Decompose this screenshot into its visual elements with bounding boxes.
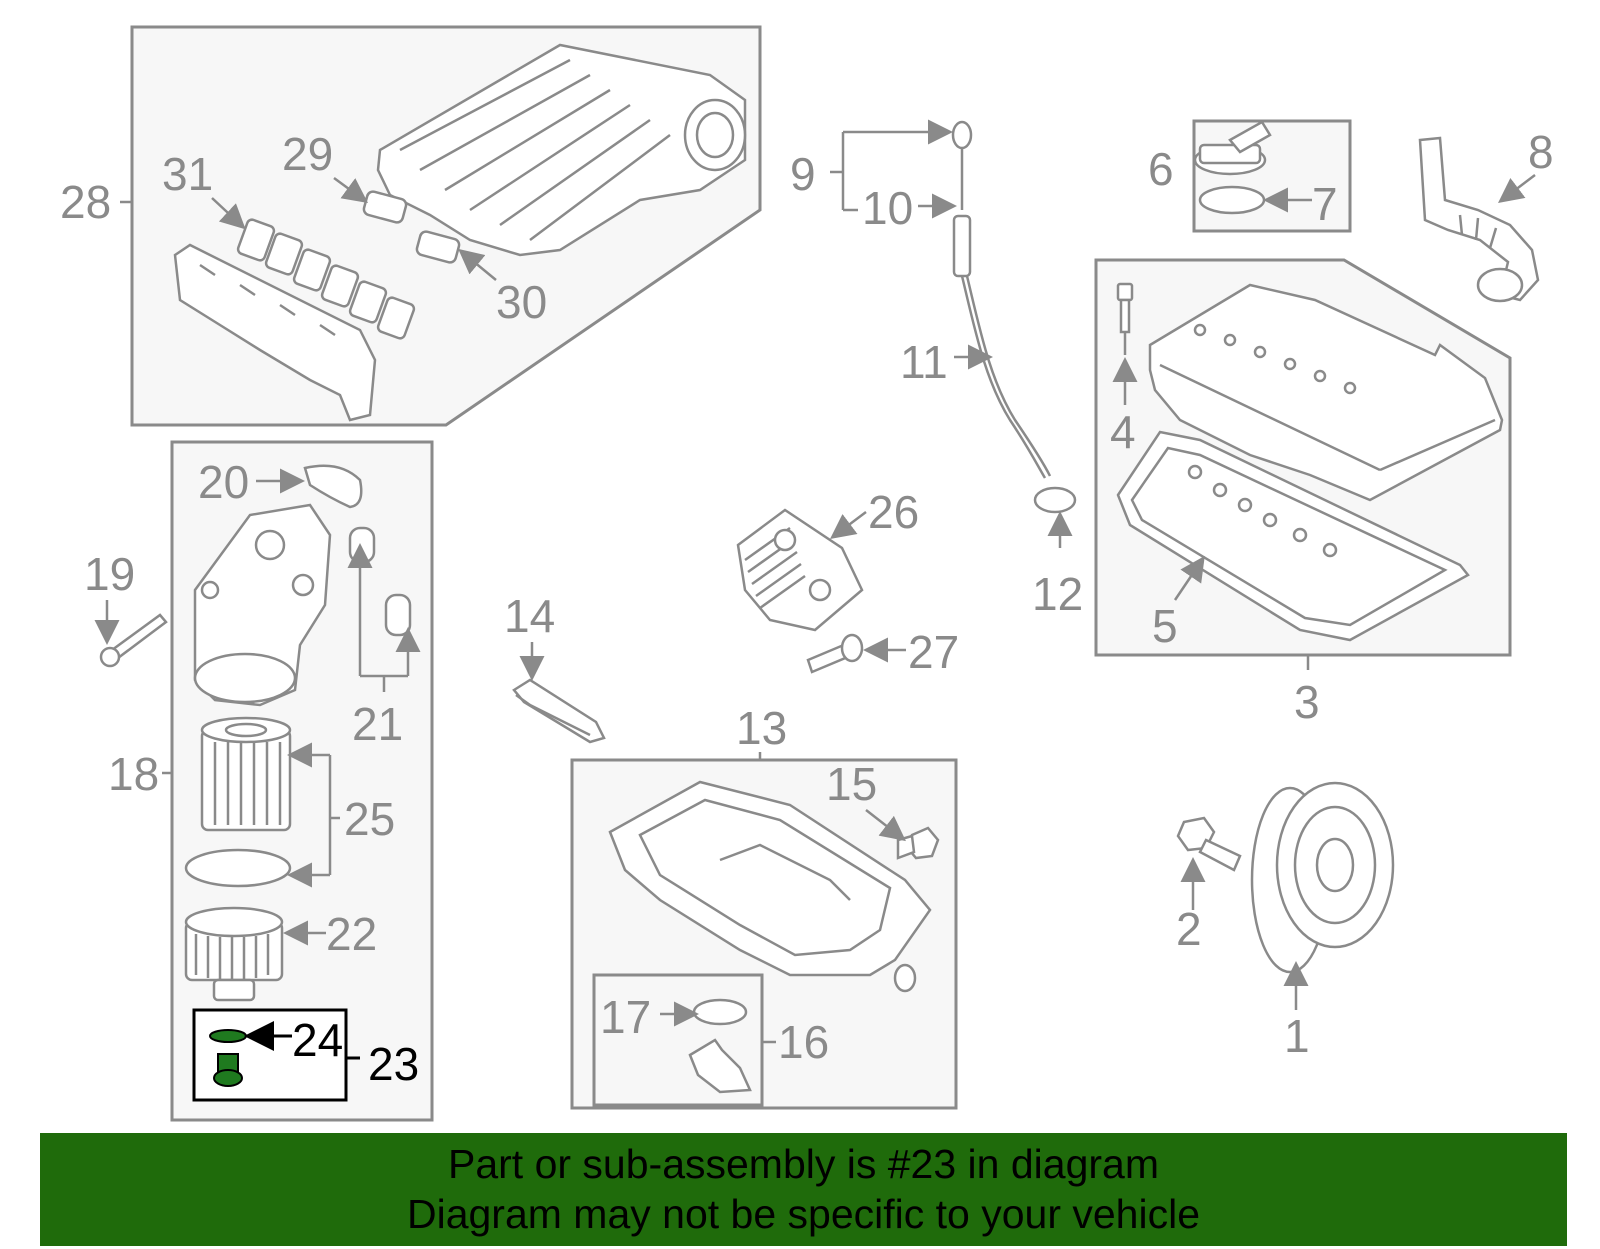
callout-10: 10 (862, 182, 913, 234)
oil-pan-part (608, 780, 932, 977)
callout-24: 24 (292, 1014, 343, 1066)
pan-seal-part (893, 963, 917, 993)
callout-17: 17 (600, 991, 651, 1043)
pickup-gasket-part (692, 998, 748, 1026)
callout-8: 8 (1528, 126, 1554, 178)
oil-cap-seal-part (1198, 185, 1266, 215)
oil-filter-group (170, 440, 434, 1122)
callout-6: 6 (1148, 143, 1174, 195)
dipstick-group (951, 120, 1077, 514)
housing-seal-a-part (348, 526, 376, 564)
cooler-bolt-part (806, 633, 864, 674)
callout-15: 15 (826, 758, 877, 810)
valve-cover-group (1094, 258, 1512, 657)
callout-30: 30 (496, 276, 547, 328)
oil-cooler-part (736, 508, 864, 632)
callout-3: 3 (1294, 676, 1320, 728)
callout-16: 16 (778, 1016, 829, 1068)
callout-31: 31 (162, 148, 213, 200)
callout-7: 7 (1312, 178, 1338, 230)
intake-gasket-set-part (236, 218, 416, 340)
bolt-19-part (99, 613, 168, 668)
lower-intake-runner-part (173, 243, 377, 422)
callout-23: 23 (368, 1038, 419, 1090)
callout-4: 4 (1110, 406, 1136, 458)
crank-pulley-part (1250, 781, 1395, 974)
callout-18: 18 (108, 748, 159, 800)
valve-cover-part (1148, 283, 1504, 502)
callout-25: 25 (344, 793, 395, 845)
oil-filter-cap-part (184, 906, 284, 1002)
pulley-bolt-part (1176, 816, 1242, 872)
callout-2: 2 (1176, 903, 1202, 955)
callout-21: 21 (352, 698, 403, 750)
callout-11: 11 (900, 336, 948, 388)
callout-19: 19 (84, 548, 135, 600)
oil-filler-cap-part (1193, 120, 1272, 176)
oil-baffle-part (512, 678, 606, 744)
callout-12: 12 (1032, 568, 1083, 620)
manifold-gasket-part (415, 230, 461, 264)
callout-9: 9 (790, 148, 816, 200)
oil-filter-housing-part (193, 503, 332, 707)
callout-20: 20 (198, 456, 249, 508)
callout-22: 22 (326, 908, 377, 960)
drain-plug-part (213, 1053, 243, 1087)
callout-29: 29 (282, 128, 333, 180)
oil-filter-element-part (200, 716, 292, 832)
notice-banner: Part or sub-assembly is #23 in diagram D… (40, 1133, 1567, 1246)
filter-o-ring-part (184, 848, 292, 888)
breather-hose-part (1418, 136, 1540, 303)
housing-gasket-part (303, 464, 363, 509)
callout-13: 13 (736, 702, 787, 754)
oil-pickup-tube-part (688, 1038, 752, 1094)
callout-14: 14 (504, 590, 555, 642)
banner-line-part: Part or sub-assembly is #23 in diagram (448, 1141, 1159, 1187)
intake-manifold-group (130, 25, 762, 427)
callout-5: 5 (1152, 600, 1178, 652)
callout-27: 27 (908, 626, 959, 678)
drain-bolt-15-part (896, 826, 940, 860)
callout-1: 1 (1284, 1010, 1310, 1062)
sensor-4-part (1116, 282, 1134, 355)
callout-26: 26 (868, 486, 919, 538)
housing-seal-b-part (384, 593, 412, 637)
drain-plug-washer-part (209, 1029, 247, 1043)
callout-28: 28 (60, 176, 111, 228)
banner-line-disclaimer: Diagram may not be specific to your vehi… (406, 1191, 1200, 1237)
